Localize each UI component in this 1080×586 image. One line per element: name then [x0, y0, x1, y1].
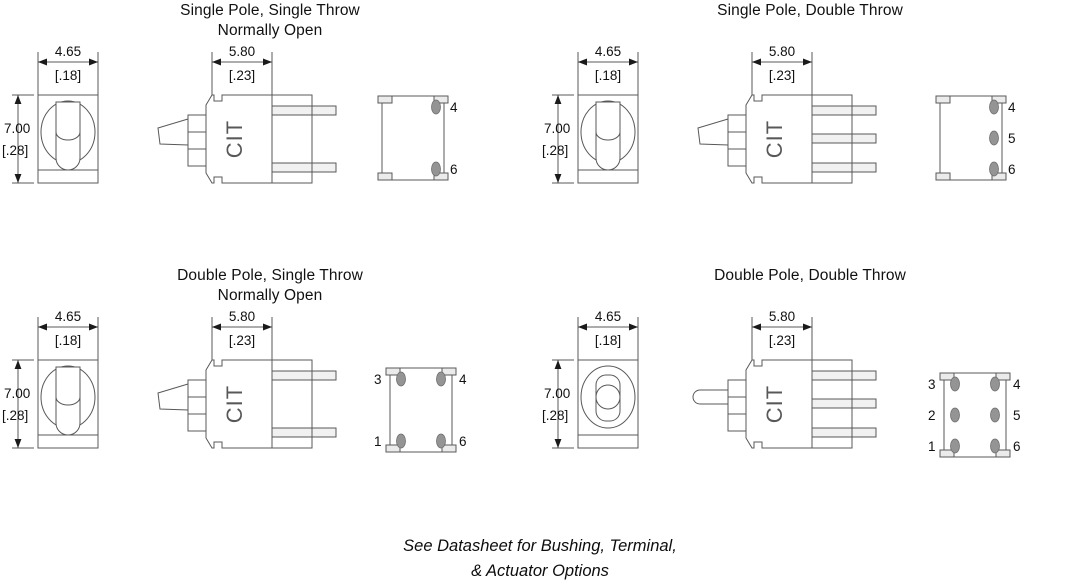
pin-label: 4 [450, 100, 458, 115]
pin-label: 3 [374, 372, 382, 387]
brand-logo: CIT [762, 120, 787, 158]
bottom-view-group: 4 6 [370, 88, 480, 188]
pin-label: 3 [928, 377, 936, 392]
side-width-metric: 5.80 [229, 309, 255, 324]
bottom-view-group: 3 4 2 5 1 6 [922, 365, 1042, 465]
side-width-metric: 5.80 [769, 44, 795, 59]
front-view-group: 4.65 [.18] 7.00 [.28] [540, 305, 680, 460]
variant-title: Double Pole, Double Throw [714, 267, 906, 284]
pin-label: 6 [1008, 162, 1016, 177]
pin-hole [436, 433, 446, 449]
side-width-imperial: [.23] [229, 333, 255, 348]
pin-label: 4 [1008, 100, 1016, 115]
front-height-metric: 7.00 [4, 121, 30, 136]
side-view-group: CIT 5.80 [.23] [150, 40, 350, 195]
pin-hole [431, 161, 441, 177]
pin-holes [431, 99, 441, 177]
datasheet-note: See Datasheet for Bushing, Terminal, & A… [403, 537, 677, 580]
bottom-view-group: 3 4 1 6 [368, 360, 488, 460]
front-width-metric: 4.65 [595, 309, 621, 324]
front-height-imperial: [.28] [542, 408, 568, 423]
side-width-imperial: [.23] [769, 333, 795, 348]
front-height-metric: 7.00 [4, 386, 30, 401]
brand-logo: CIT [222, 120, 247, 158]
pin-hole [436, 371, 446, 387]
pin-hole [989, 161, 999, 177]
pin-hole [950, 376, 960, 392]
side-width-imperial: [.23] [769, 68, 795, 83]
pin-hole [396, 371, 406, 387]
variant-spdt: Single Pole, Double Throw [540, 0, 1080, 265]
brand-logo: CIT [762, 385, 787, 423]
variant-title: Single Pole, Double Throw [717, 2, 903, 19]
front-view-group: 4.65 [.18] 7.00 [.28] [0, 40, 140, 195]
pin-hole [990, 376, 1000, 392]
pin-hole [950, 407, 960, 423]
variant-title: Double Pole, Single Throw Normally Open [177, 267, 363, 304]
pin-label: 4 [1013, 377, 1021, 392]
bottom-view-group: 4 5 6 [928, 88, 1038, 188]
front-width-metric: 4.65 [55, 44, 81, 59]
variant-title: Single Pole, Single Throw Normally Open [180, 2, 360, 39]
pin-label: 6 [459, 434, 467, 449]
pin-holes [396, 371, 446, 449]
front-view-group: 4.65 [.18] 7.00 [.28] [540, 40, 680, 195]
pin-label: 2 [928, 408, 936, 423]
side-view-group: CIT 5.80 [.23] [150, 305, 350, 460]
front-width-imperial: [.18] [55, 333, 81, 348]
pin-hole [431, 99, 441, 115]
front-width-metric: 4.65 [595, 44, 621, 59]
pin-hole [950, 438, 960, 454]
front-width-imperial: [.18] [595, 68, 621, 83]
front-view-group: 4.65 [.18] 7.00 [.28] [0, 305, 140, 460]
pin-hole [989, 130, 999, 146]
front-width-imperial: [.18] [55, 68, 81, 83]
side-width-metric: 5.80 [229, 44, 255, 59]
pin-label: 1 [374, 434, 382, 449]
side-view-group: CIT 5.80 [.23] [690, 305, 900, 460]
front-height-metric: 7.00 [544, 121, 570, 136]
front-height-metric: 7.00 [544, 386, 570, 401]
variant-spst-no: Single Pole, Single Throw Normally Open [0, 0, 540, 265]
variant-dpst-no: Double Pole, Single Throw Normally Open [0, 265, 540, 530]
pin-hole [990, 407, 1000, 423]
brand-logo: CIT [222, 385, 247, 423]
pin-hole [989, 99, 999, 115]
pin-label: 1 [928, 439, 936, 454]
front-height-imperial: [.28] [2, 143, 28, 158]
front-width-metric: 4.65 [55, 309, 81, 324]
side-width-imperial: [.23] [229, 68, 255, 83]
pin-label: 6 [450, 162, 458, 177]
pin-holes [989, 99, 999, 177]
front-height-imperial: [.28] [542, 143, 568, 158]
pin-hole [396, 433, 406, 449]
pin-label: 4 [459, 372, 467, 387]
pin-holes [950, 376, 1000, 454]
pin-label: 5 [1008, 131, 1016, 146]
front-width-imperial: [.18] [595, 333, 621, 348]
variant-dpdt: Double Pole, Double Throw [540, 265, 1080, 530]
side-width-metric: 5.80 [769, 309, 795, 324]
pin-label: 5 [1013, 408, 1021, 423]
side-view-group: CIT 5.80 [.23] [690, 40, 900, 195]
front-height-imperial: [.28] [2, 408, 28, 423]
pin-hole [990, 438, 1000, 454]
pin-label: 6 [1013, 439, 1021, 454]
